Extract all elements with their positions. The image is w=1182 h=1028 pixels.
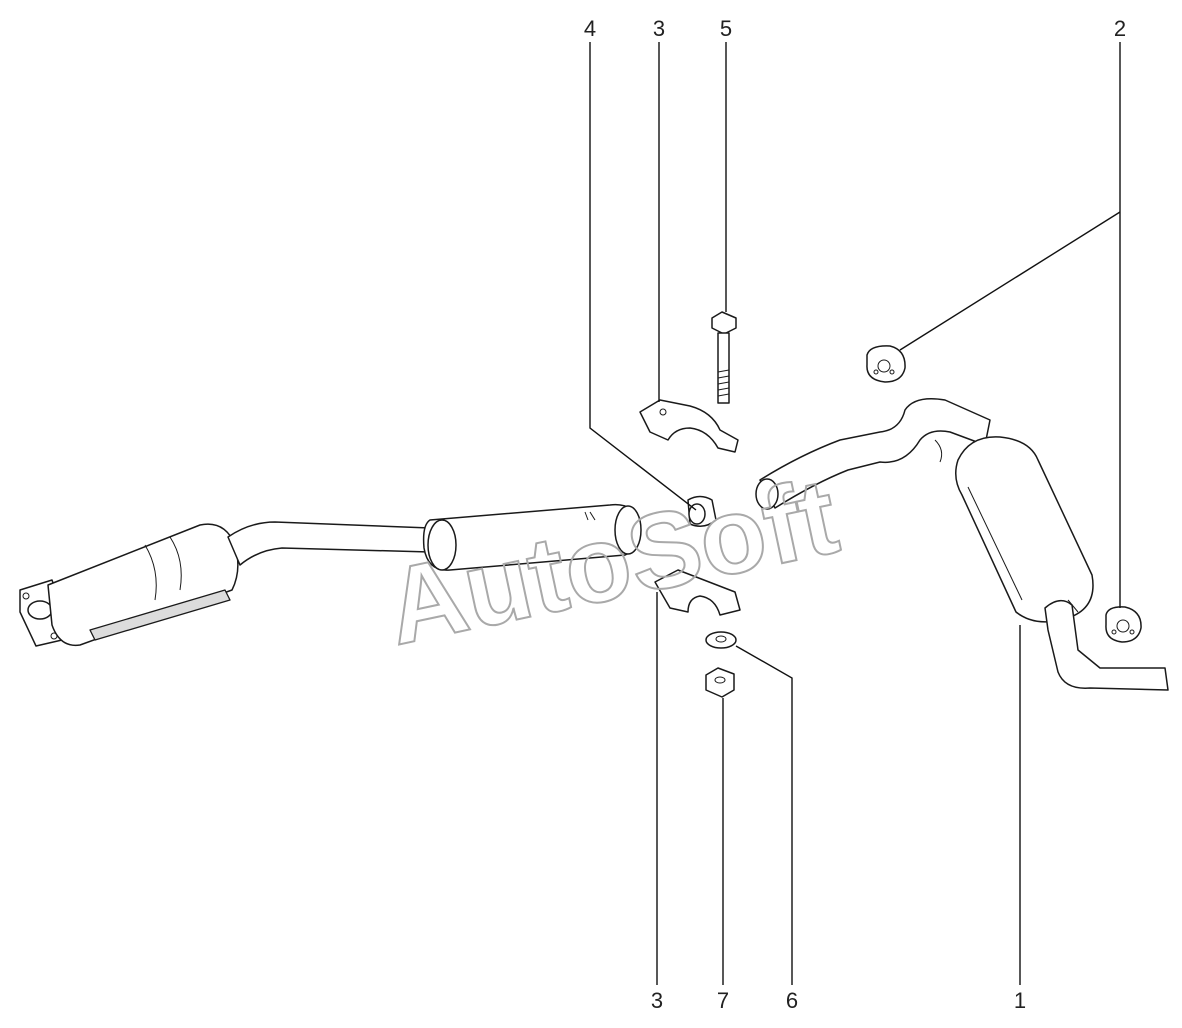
clamp-lower-half (654, 569, 741, 616)
callout-1-bottom: 1 (1014, 988, 1026, 1013)
clamp-upper-half (639, 399, 739, 453)
leader-lines (589, 42, 1121, 985)
gasket-ring (687, 495, 717, 527)
rubber-hanger-upper (866, 345, 906, 383)
callout-6-bottom: 6 (786, 988, 798, 1013)
callout-2-top: 2 (1114, 16, 1126, 41)
callout-4-top: 4 (584, 16, 596, 41)
callout-numbers: 4 3 5 2 3 7 6 1 (584, 16, 1126, 1013)
callout-5-top: 5 (720, 16, 732, 41)
nut (705, 667, 735, 698)
catalytic-converter-assembly (19, 521, 431, 647)
watermark-text: AutoSoft (376, 454, 847, 667)
callout-3-top: 3 (653, 16, 665, 41)
rubber-hanger-lower (1105, 606, 1142, 643)
callout-7-bottom: 7 (717, 988, 729, 1013)
middle-resonator (422, 503, 642, 571)
bolt (711, 311, 737, 404)
callout-3-bottom: 3 (651, 988, 663, 1013)
rear-muffler (955, 436, 1169, 691)
washer (705, 631, 737, 649)
